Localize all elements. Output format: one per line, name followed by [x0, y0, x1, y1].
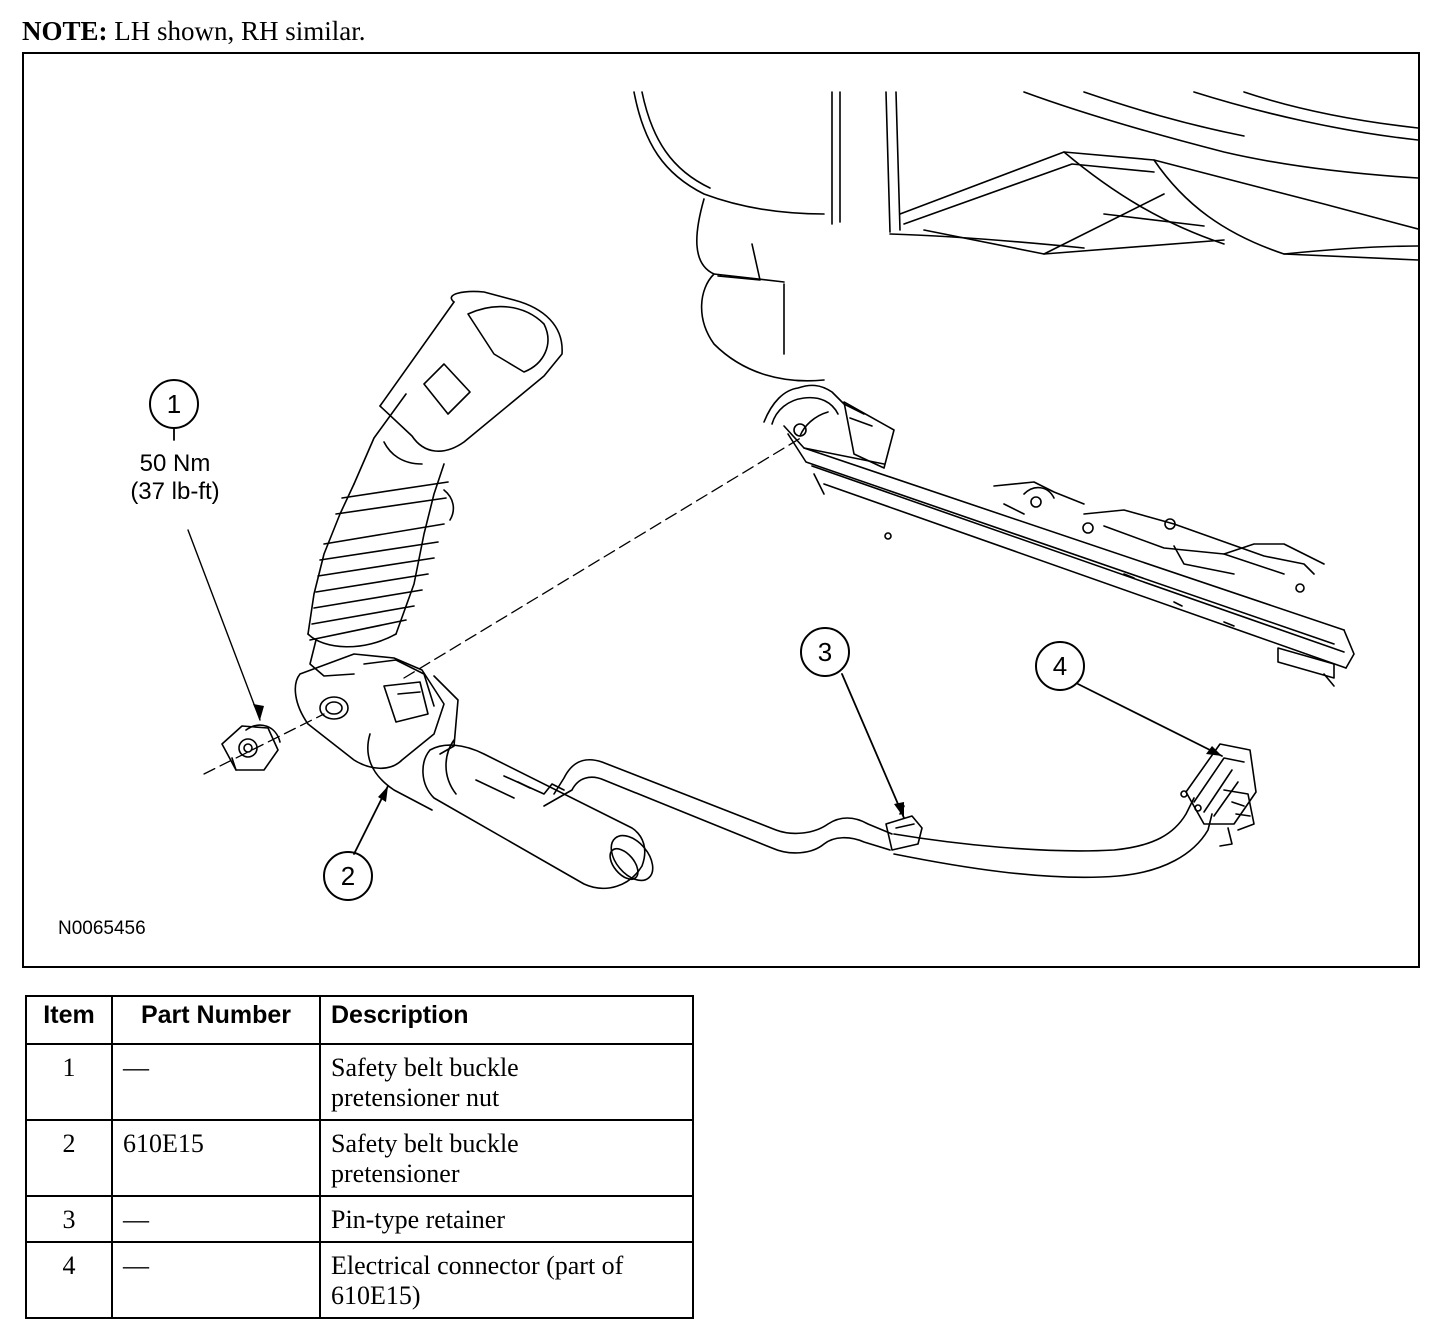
description-line: 610E15) — [331, 1281, 421, 1310]
callout-1-number: 1 — [167, 389, 181, 419]
description-line: Pin-type retainer — [331, 1205, 505, 1234]
cell-description: Safety belt buckle pretensioner nut — [319, 1043, 694, 1121]
seat-track-drawing — [763, 384, 1355, 687]
cell-item: 4 — [25, 1241, 113, 1319]
arrowheads — [253, 704, 1222, 818]
callout-4: 4 — [1035, 641, 1085, 691]
callout-4-number: 4 — [1053, 651, 1067, 681]
description-line: pretensioner — [331, 1159, 460, 1188]
header-description: Description — [319, 995, 694, 1045]
table-row: 3 — Pin-type retainer — [25, 1195, 694, 1243]
description-line: Electrical connector (part of — [331, 1251, 624, 1280]
header-item: Item — [25, 995, 113, 1045]
pretensioner-cylinder-drawing — [367, 733, 654, 890]
header-part-number: Part Number — [111, 995, 321, 1045]
cell-item: 2 — [25, 1119, 113, 1197]
cell-item: 1 — [25, 1043, 113, 1121]
table-row: 2 610E15 Safety belt buckle pretensioner — [25, 1119, 694, 1197]
description-line: pretensioner nut — [331, 1083, 500, 1112]
figure-id: N0065456 — [58, 918, 146, 939]
table-header-row: Item Part Number Description — [25, 995, 694, 1045]
cell-item: 3 — [25, 1195, 113, 1243]
table-row: 4 — Electrical connector (part of 610E15… — [25, 1241, 694, 1319]
note-line: NOTE: LH shown, RH similar. — [22, 14, 366, 48]
cell-part-number: — — [111, 1043, 321, 1121]
cell-part-number: 610E15 — [111, 1119, 321, 1197]
callout-1-torque-lbft: (37 lb-ft) — [130, 478, 219, 505]
cell-description: Pin-type retainer — [319, 1195, 694, 1243]
callout-2-number: 2 — [341, 861, 355, 891]
electrical-connector-drawing — [1180, 743, 1257, 847]
illustration-frame: 1 50 Nm (37 lb-ft) 2 3 4 N0065456 — [22, 52, 1420, 968]
callout-1: 1 50 Nm (37 lb-ft) — [130, 379, 220, 505]
seat-belt-pretensioner-illustration: 1 50 Nm (37 lb-ft) 2 3 4 N0065456 — [58, 91, 1418, 939]
bracket-drawing — [294, 653, 459, 770]
callout-1-torque-nm: 50 Nm — [140, 450, 211, 477]
description-line: Safety belt buckle — [331, 1053, 519, 1082]
wire-harness-drawing — [543, 758, 1213, 879]
callout-2: 2 — [323, 851, 373, 901]
seat-cushion-drawing — [633, 91, 1418, 382]
table-row: 1 — Safety belt buckle pretensioner nut — [25, 1043, 694, 1121]
pretensioner-nut-drawing — [221, 724, 281, 771]
parts-table: Item Part Number Description 1 — Safety … — [25, 995, 694, 1319]
alignment-dashed-lines — [187, 435, 805, 775]
cell-part-number: — — [111, 1241, 321, 1319]
cell-description: Safety belt buckle pretensioner — [319, 1119, 694, 1197]
cell-description: Electrical connector (part of 610E15) — [319, 1241, 694, 1319]
note-label: NOTE: — [22, 16, 108, 46]
cell-part-number: — — [111, 1195, 321, 1243]
buckle-drawing — [307, 290, 563, 677]
callout-3: 3 — [800, 627, 850, 677]
description-line: Safety belt buckle — [331, 1129, 519, 1158]
callout-3-number: 3 — [818, 637, 832, 667]
note-text: LH shown, RH similar. — [114, 16, 366, 46]
